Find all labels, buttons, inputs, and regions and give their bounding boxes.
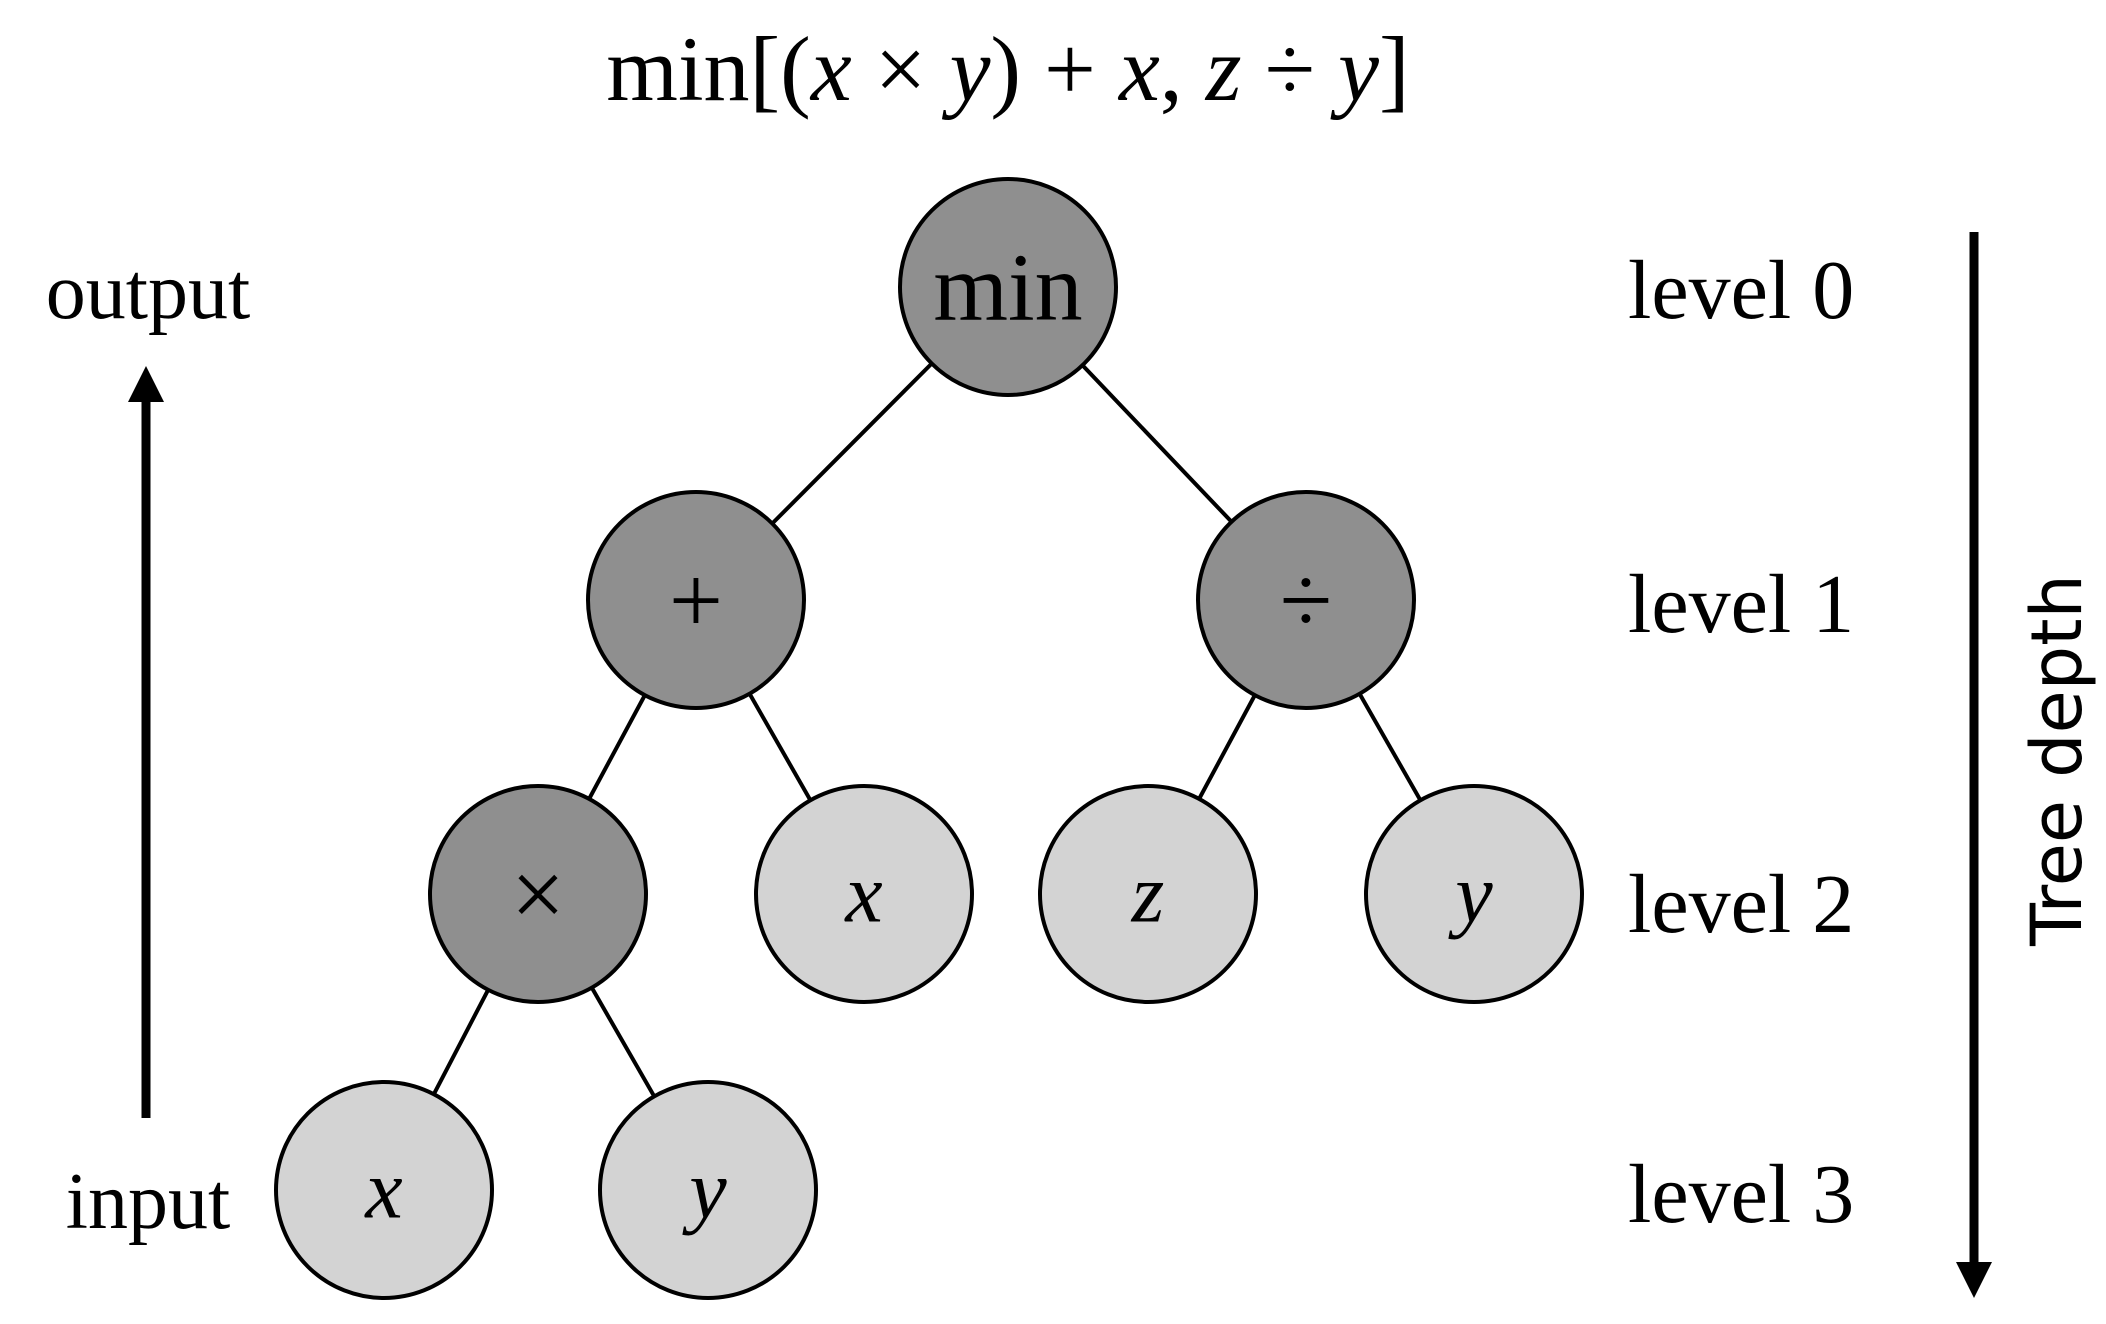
level-labels: level 0 level 1 level 2 level 3 — [1628, 244, 1854, 1241]
node-label: × — [511, 841, 565, 948]
title-part: y — [942, 18, 991, 120]
title-part: y — [1330, 18, 1379, 120]
variable-node-circle — [1364, 784, 1584, 1004]
down-arrow-icon — [1956, 1262, 1992, 1298]
tree-node-plus: + — [586, 490, 806, 710]
node-label: x — [363, 1144, 402, 1237]
title-part: , — [1160, 18, 1206, 120]
edge-n-min-n-plus — [770, 362, 934, 525]
tree-edges — [432, 362, 1423, 1098]
variable-node-circle — [598, 1080, 818, 1300]
tree-node-y1: y — [1364, 784, 1584, 1004]
title-part: x — [1117, 18, 1160, 120]
operator-node-circle — [898, 177, 1118, 397]
node-label: y — [681, 1144, 727, 1237]
level-label-1: level 1 — [1628, 558, 1854, 651]
variable-node-circle — [274, 1080, 494, 1300]
node-label: ÷ — [1280, 547, 1333, 654]
variable-node-circle — [1038, 784, 1258, 1004]
tree-nodes: min + ÷ × x z y x y — [274, 177, 1584, 1300]
tree-node-times: × — [428, 784, 648, 1004]
tree-node-x2: x — [274, 1080, 494, 1300]
level-label-0: level 0 — [1628, 244, 1854, 337]
operator-node-circle — [586, 490, 806, 710]
level-label-2: level 2 — [1628, 858, 1854, 951]
edge-n-plus-n-times — [587, 694, 647, 800]
output-label: output — [46, 248, 250, 336]
title-part: ) + — [990, 18, 1119, 120]
title-part: z — [1204, 18, 1242, 120]
tree-node-z: z — [1038, 784, 1258, 1004]
node-label: y — [1447, 848, 1493, 941]
operator-node-circle — [1196, 490, 1416, 710]
level-label-3: level 3 — [1628, 1148, 1854, 1241]
title-part: ] — [1379, 18, 1410, 120]
tree-node-min: min — [898, 177, 1118, 397]
input-label: input — [66, 1158, 230, 1246]
node-label: min — [933, 234, 1082, 341]
edge-n-div-n-z — [1197, 694, 1257, 800]
tree-node-y2: y — [598, 1080, 818, 1300]
title-part: ÷ — [1242, 18, 1339, 120]
tree-node-div: ÷ — [1196, 490, 1416, 710]
edge-n-times-n-y2 — [590, 986, 656, 1098]
up-arrow-icon — [128, 366, 164, 402]
edge-n-div-n-y1 — [1357, 692, 1423, 802]
title-part: min[( — [606, 18, 810, 120]
tree-node-x1: x — [754, 784, 974, 1004]
edge-n-plus-n-x1 — [747, 692, 813, 802]
node-label: + — [669, 547, 723, 654]
title-part: x — [809, 18, 852, 120]
node-label: z — [1131, 848, 1165, 941]
variable-node-circle — [754, 784, 974, 1004]
edge-n-times-n-x2 — [432, 988, 490, 1096]
node-label: x — [843, 848, 882, 941]
expression-title: min[(x × y) + x, z ÷ y] — [606, 18, 1409, 120]
title-part: × — [852, 18, 950, 120]
edge-n-min-n-div — [1081, 363, 1233, 524]
operator-node-circle — [428, 784, 648, 1004]
tree-depth-label: Tree depth — [2016, 574, 2098, 947]
